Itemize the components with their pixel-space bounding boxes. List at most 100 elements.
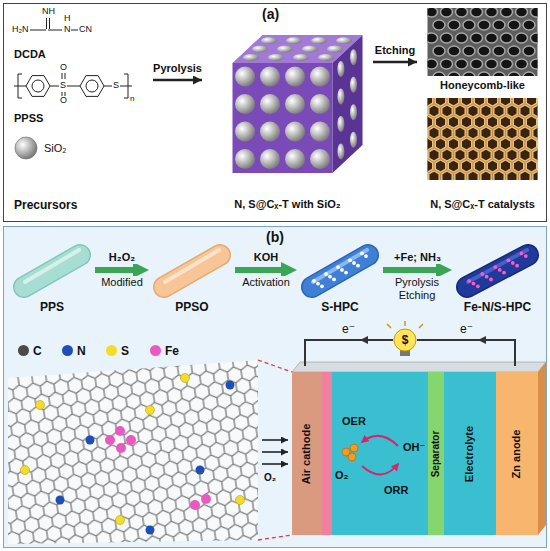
honeycomb-image (507, 127, 517, 139)
honeycomb-image (474, 98, 484, 106)
compound-name: SiO₂ (44, 142, 67, 155)
panel-letter: (a) (262, 6, 279, 23)
honeycomb-image (508, 72, 520, 76)
graphene-lattice (181, 374, 190, 383)
material-name: PPSO (175, 300, 208, 314)
atom-label: CN (79, 24, 92, 35)
rod-shape (300, 244, 380, 298)
rod-shape (24, 255, 80, 287)
rod-shape (489, 278, 493, 282)
honeycomb-image (494, 127, 504, 139)
honeycomb-image (468, 127, 478, 139)
graphene-lattice (36, 401, 45, 410)
rod-shape (467, 255, 528, 287)
graphene-lattice (8, 360, 258, 544)
legend-swatch (106, 345, 117, 356)
honeycomb-image (513, 98, 523, 106)
graphene-lattice (116, 443, 126, 453)
battery-layer: Electrolyte (444, 372, 496, 535)
species-label: OH⁻ (403, 441, 425, 454)
edge-label: KOH (252, 251, 280, 264)
cube-shape (302, 46, 318, 53)
ppss-structure (80, 76, 104, 97)
honeycomb-images: Honeycomb-likeN, S@Cₓ-T catalysts (420, 6, 545, 218)
process-arrow (235, 267, 285, 273)
cube-shape (327, 46, 343, 53)
honeycomb-image (456, 8, 468, 17)
cube-shape (243, 54, 259, 61)
legend-swatch (150, 345, 161, 356)
cube-shape (285, 149, 305, 169)
cube-shape (337, 116, 344, 132)
honeycomb-image (500, 160, 510, 172)
honeycomb-image (507, 149, 517, 161)
honeycomb-image (520, 171, 530, 180)
honeycomb-image (468, 149, 478, 161)
graphene-lattice (236, 496, 245, 505)
honeycomb-image (526, 138, 536, 150)
honeycomb-image (533, 105, 538, 117)
ppss-structure (26, 76, 50, 97)
honeycomb-image (520, 105, 530, 117)
honeycomb-image (533, 149, 538, 161)
honeycomb-image (428, 138, 433, 150)
honeycomb-image (442, 149, 452, 161)
honeycomb-image (441, 8, 453, 17)
stage-caption: Precursors (14, 198, 77, 212)
honeycomb-image (461, 98, 471, 106)
rod-shape (480, 272, 484, 276)
honeycomb-image (520, 149, 530, 161)
reaction-label: ORR (384, 484, 408, 497)
cube-shape (286, 37, 302, 44)
graphene-lattice (201, 494, 211, 504)
honeycomb-image (461, 160, 471, 172)
rod-shape (312, 279, 316, 283)
honeycomb-image (523, 20, 535, 30)
honeycomb-image (478, 46, 490, 56)
external-circuit (305, 321, 515, 366)
rod-shape (455, 244, 540, 298)
cube-shape (235, 67, 255, 87)
honeycomb-image (428, 33, 438, 43)
honeycomb-image (442, 105, 452, 117)
edge-label: +Fe; NH₃ (392, 251, 443, 264)
honeycomb-image (448, 20, 460, 30)
honeycomb-image (461, 138, 471, 150)
honeycomb-image (420, 6, 545, 218)
legend-text: N (77, 344, 86, 358)
battery-layer: Zn anode (496, 372, 538, 535)
cube-shape (285, 122, 305, 142)
zoom-leader (258, 360, 292, 372)
external-circuit (478, 336, 486, 344)
electron-label: e⁻ (342, 322, 355, 336)
cube-shape (235, 149, 255, 169)
honeycomb-image (513, 138, 523, 150)
material-rod: S-HPC (300, 244, 380, 322)
rod-shape (312, 255, 368, 287)
honeycomb-image (448, 160, 458, 172)
edge-label: Pyrolysis (151, 62, 204, 75)
honeycomb-image (435, 116, 445, 128)
honeycomb-image (429, 149, 439, 161)
honeycomb-image (481, 171, 491, 180)
panel-ground (3, 3, 547, 548)
rod-shape (352, 261, 356, 265)
rod-shape (502, 271, 506, 275)
honeycomb-image (435, 138, 445, 150)
cube-shape (310, 67, 330, 87)
panel-frame: (b)PPSPPSOS-HPCFe-N/S-HPCAir cathodeSepa… (3, 226, 547, 548)
rod-shape (485, 275, 489, 279)
atom-label: S (60, 80, 66, 91)
honeycomb-image (520, 127, 530, 139)
graphene-lattice (146, 526, 155, 535)
cube-shape (350, 132, 357, 148)
graphene-lattice (115, 426, 125, 436)
cube-shape (260, 94, 280, 114)
oxygen-inlet (262, 463, 288, 465)
legend-swatch (62, 345, 73, 356)
cube-shape (277, 46, 293, 53)
honeycomb-image (531, 33, 538, 43)
honeycomb-image (455, 149, 465, 161)
cube-shape (235, 94, 255, 114)
cube-shape (310, 149, 330, 169)
